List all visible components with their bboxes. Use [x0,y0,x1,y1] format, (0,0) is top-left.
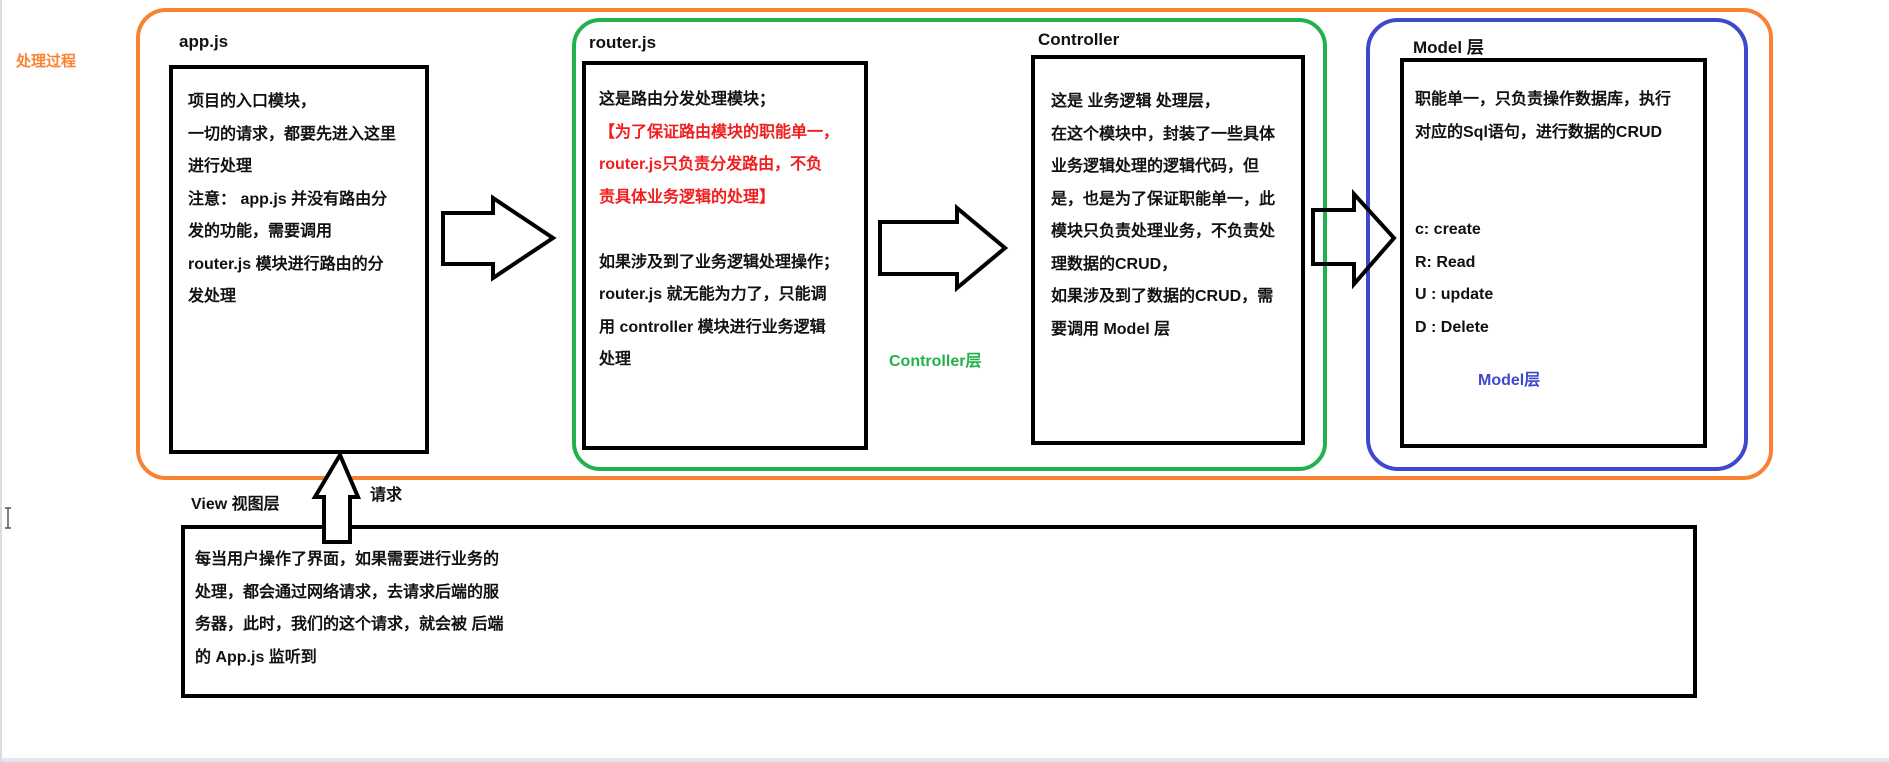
text-line: 注意： app.js 并没有路由分 [188,190,388,208]
text-line: 模块只负责处理业务，不负责处 [1051,223,1276,240]
arrow-right-icon [441,194,557,282]
crud-item: D : Delete [1415,318,1489,336]
text-cursor-icon [5,507,11,529]
text-line: 在这个模块中，封装了一些具体 [1051,125,1276,143]
emphasis-line: 【为了保证路由模块的职能单一， [599,123,840,141]
emphasis-line: router.js只负责分发路由，不负 [599,156,823,173]
text-line: 发的功能，需要调用 [188,223,333,240]
controller-title: Controller [1038,30,1120,49]
model-layer-container [1366,18,1748,471]
app-description: 项目的入口模块， 一切的请求，都要先进入这里 进行处理 注意： app.js 并… [188,86,396,314]
controller-box [1031,55,1305,445]
spacer [599,214,839,247]
router-box [582,61,868,450]
text-line: router.js 模块进行路由的分 [188,255,384,273]
process-label: 处理过程 [16,53,77,70]
text-line: 处理，都会通过网络请求，去请求后端的服 [195,583,500,601]
text-line: 如果涉及到了业务逻辑处理操作； [599,253,840,271]
text-line: router.js 就无能为力了，只能调 [599,286,827,303]
text-line: 这是 业务逻辑 处理层， [1051,93,1220,110]
model-box [1400,58,1707,448]
view-box [181,525,1697,698]
model-title: Model 层 [1413,38,1484,57]
model-layer-label: Model层 [1478,372,1541,389]
text-line: 如果涉及到了数据的CRUD，需 [1051,288,1274,305]
spacer [1415,182,1671,215]
text-line: 进行处理 [188,158,253,175]
arrow-up-icon [311,450,362,544]
crud-item: c: create [1415,221,1481,238]
spacer [1415,149,1671,182]
text-line: 一切的请求，都要先进入这里 [188,125,397,143]
controller-description: 这是 业务逻辑 处理层， 在这个模块中，封装了一些具体 业务逻辑处理的逻辑代码，… [1051,86,1275,346]
arrow-right-icon [1311,188,1397,290]
text-line: 用 controller 模块进行业务逻辑 [599,318,826,336]
text-line: 务器，此时，我们的这个请求，就会被 后端 [195,616,504,633]
text-line: 对应的Sql语句，进行数据的CRUD [1415,123,1663,141]
model-description: 职能单一，只负责操作数据库，执行 对应的Sql语句，进行数据的CRUD c: c… [1415,84,1671,344]
text-line: 发处理 [188,288,237,305]
text-line: 要调用 Model 层 [1051,320,1171,338]
controller-layer-label: Controller层 [889,353,982,370]
text-line: 是，也是为了保证职能单一，此 [1051,190,1276,208]
text-line: 的 App.js 监听到 [195,648,317,666]
crud-item: R: Read [1415,253,1476,271]
app-title: app.js [179,32,229,51]
process-container [136,8,1773,480]
text-line: 处理 [599,351,632,368]
emphasis-line: 责具体业务逻辑的处理】 [599,188,776,206]
text-line: 项目的入口模块， [188,93,317,110]
router-title: router.js [589,33,657,52]
text-line: 这是路由分发处理模块； [599,91,776,108]
text-line: 每当用户操作了界面，如果需要进行业务的 [195,551,500,568]
arrow-right-icon [878,203,1009,293]
view-title: View 视图层 [191,496,280,513]
view-description: 每当用户操作了界面，如果需要进行业务的 处理，都会通过网络请求，去请求后端的服 … [195,544,503,674]
controller-layer-container [572,18,1327,471]
app-box [169,65,429,454]
text-line: 业务逻辑处理的逻辑代码，但 [1051,158,1260,175]
request-label: 请求 [370,487,403,504]
text-line: 职能单一，只负责操作数据库，执行 [1415,91,1672,108]
text-line: 理数据的CRUD， [1051,255,1178,273]
crud-item: U : update [1415,286,1494,303]
router-description: 这是路由分发处理模块； 【为了保证路由模块的职能单一， router.js只负责… [599,84,839,377]
